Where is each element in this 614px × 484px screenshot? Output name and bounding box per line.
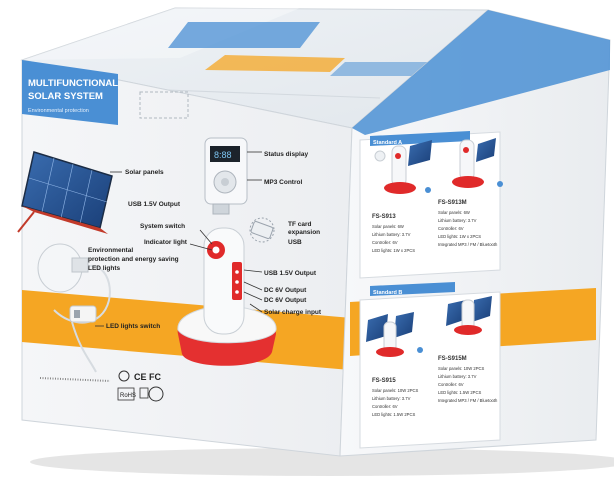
svg-text:8:88: 8:88 <box>214 150 232 160</box>
model-spec: Solar panels: 6W <box>372 224 404 229</box>
model-code: FS-S913M <box>438 200 467 206</box>
callout-leaders <box>95 151 263 327</box>
model-spec: Lithium battery: 3.7V <box>372 232 411 237</box>
callout-system-switch: System switch <box>140 223 185 230</box>
led-bulb-illustration <box>37 243 111 373</box>
model-spec: LED lights: 1W x 2PCS <box>372 248 415 253</box>
side-top-blue-band <box>352 10 610 135</box>
callout-usb-output-side: USB 1.5V Output <box>264 270 317 277</box>
side-product-a1 <box>374 140 432 194</box>
box-title-line1: MULTIFUNCTIONAL <box>28 78 118 89</box>
front-fine-print <box>39 377 111 382</box>
model-spec: Lithium battery: 3.7V <box>438 374 477 379</box>
model-spec: LED lights: 1W x 2PCS <box>438 234 481 239</box>
model-spec: Solar panels: 10W 2PCS <box>372 388 419 393</box>
callout-solar-panels: Solar panels <box>125 169 164 176</box>
model-spec: Controller: 6V <box>438 226 464 231</box>
callout-env-line2: protection and energy saving <box>88 256 179 263</box>
side-product-a2 <box>452 138 496 188</box>
model-spec: Controller: 6V <box>438 382 464 387</box>
top-orange-label <box>205 55 345 72</box>
model-spec: Solar panels: 10W 2PCS <box>438 366 485 371</box>
side-dot <box>425 187 431 193</box>
model-spec: Lithium battery: 3.7V <box>438 218 477 223</box>
svg-text:RoHS: RoHS <box>120 393 136 399</box>
callout-env-line3: LED lights <box>88 265 121 272</box>
model-spec: Controller: 6V <box>372 404 398 409</box>
standard-b-label: Standard B <box>373 290 402 296</box>
callout-solar-input: Solar charge input <box>264 309 322 316</box>
model-spec: Controller: 6V <box>372 240 398 245</box>
callout-tf-card-line2: expansion <box>288 229 320 236</box>
callout-env-line1: Environmental <box>88 247 133 254</box>
usb-tf-illustration <box>249 217 275 243</box>
model-code: FS-S913 <box>372 214 396 220</box>
floor-shadow <box>30 448 614 476</box>
standard-b-tab <box>370 282 455 296</box>
box-subtitle: Environmental protection <box>28 108 89 114</box>
svg-text:CE FC: CE FC <box>134 372 162 382</box>
callout-led-switch: LED lights switch <box>106 323 160 330</box>
side-product-b1 <box>366 312 414 357</box>
model-spec: LED lights: 1.5W 2PCS <box>372 412 415 417</box>
model-code: FS-S915M <box>438 356 467 362</box>
side-dot <box>497 181 503 187</box>
front-title-band <box>22 60 118 125</box>
model-code: FS-S915 <box>372 378 396 384</box>
callout-dc6v-2: DC 6V Output <box>264 297 307 304</box>
callout-usb: USB <box>288 239 302 246</box>
standard-a-label: Standard A <box>373 140 402 146</box>
callout-mp3-control: MP3 Control <box>264 179 302 186</box>
certification-marks: CE FC RoHS <box>117 370 164 402</box>
side-product-b2 <box>446 296 492 335</box>
model-spec: Lithium battery: 3.7V <box>372 396 411 401</box>
solar-panel-illustration <box>17 151 113 234</box>
top-highlight <box>22 8 300 60</box>
model-spec: Integrated MP3 / FM / Bluetooth <box>438 398 498 403</box>
callout-tf-card-line1: TF card <box>288 221 312 228</box>
mp3-device-illustration: 8:88 <box>204 137 248 215</box>
callout-usb-output-top: USB 1.5V Output <box>128 201 181 208</box>
model-spec: LED lights: 1.5W 2PCS <box>438 390 481 395</box>
standard-a-tab <box>370 131 470 146</box>
callout-dc6v-1: DC 6V Output <box>264 287 307 294</box>
callout-indicator-light: Indicator light <box>144 239 188 246</box>
box-title-line2: SOLAR SYSTEM <box>28 91 103 102</box>
top-blue-label <box>168 22 320 48</box>
callout-status-display: Status display <box>264 151 308 158</box>
model-spec: Solar panels: 6W <box>438 210 470 215</box>
side-dot <box>417 347 423 353</box>
power-station-illustration <box>177 227 277 366</box>
model-spec: Integrated MP3 / FM / Bluetooth <box>438 242 498 247</box>
front-placeholder-box <box>139 91 189 119</box>
